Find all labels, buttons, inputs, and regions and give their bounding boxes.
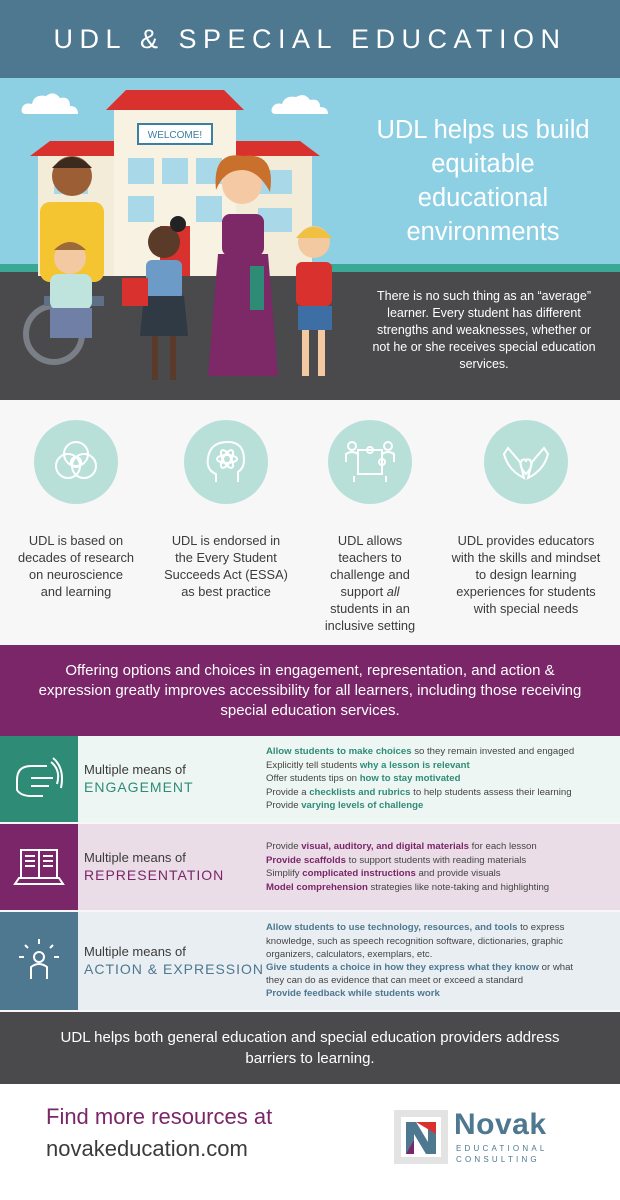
representation-items: Provide visual, auditory, and digital ma… (266, 824, 606, 910)
pillar-text: UDL provides educators with the skills a… (451, 533, 601, 616)
page-title: UDL & SPECIAL EDUCATION (53, 23, 567, 54)
list-item: Provide a checklists and rubrics to help… (266, 786, 572, 798)
representation-row: Multiple means of REPRESENTATION Provide… (0, 824, 620, 910)
list-item: Give students a choice in how they expre… (266, 962, 574, 973)
pillar-text: UDL allows teachers to challenge and sup… (324, 533, 416, 633)
hero-description: There is no such thing as an “average” l… (372, 289, 596, 371)
engagement-items: Allow students to make choices so they r… (266, 736, 606, 822)
puzzle-people-icon (328, 420, 412, 504)
list-item: Explicitly tell students why a lesson is… (266, 759, 470, 771)
action-row: Multiple means of ACTION & EXPRESSION Al… (0, 912, 620, 1010)
list-item: Simplify complicated instructions and pr… (266, 868, 501, 879)
novak-logo-name: Novak (454, 1108, 547, 1141)
barriers-banner-text: UDL helps both general education and spe… (60, 1029, 560, 1067)
cloud-icon (271, 95, 328, 114)
hands-heart-icon (484, 420, 568, 504)
pillar-text: UDL is based on decades of research on n… (18, 533, 134, 599)
header-bar: UDL & SPECIAL EDUCATION (0, 0, 620, 78)
engagement-row: Multiple means of ENGAGEMENT Allow stude… (0, 736, 620, 822)
list-item: Allow students to use technology, resour… (266, 922, 565, 934)
people-illustration (23, 155, 332, 380)
overlapping-circles-icon (34, 420, 118, 504)
novak-logo-mark (394, 1110, 448, 1164)
pillars-section: UDL is based on decades of research on n… (0, 400, 620, 645)
cloud-icon (21, 93, 78, 114)
hero-headline: UDL helps us build equitable educational… (376, 116, 590, 246)
list-item: Offer students tips on how to stay motiv… (266, 773, 461, 785)
action-label: Multiple means of ACTION & EXPRESSION (84, 912, 264, 1010)
list-item: Provide visual, auditory, and digital ma… (266, 841, 537, 852)
action-label-line2: ACTION & EXPRESSION (84, 961, 265, 977)
pillar-essa: UDL is endorsed in the Every Student Suc… (164, 420, 288, 600)
footer: Find more resources at novakeducation.co… (0, 1084, 620, 1200)
representation-label-line1: Multiple means of (84, 850, 186, 865)
person-idea-icon (0, 912, 78, 1010)
pillar-text: UDL is endorsed in the Every Student Suc… (164, 533, 288, 599)
access-banner-text: Offering options and choices in engageme… (38, 661, 582, 719)
representation-label: Multiple means of REPRESENTATION (84, 824, 224, 910)
action-items: Allow students to use technology, resour… (266, 912, 606, 1010)
footer-url-link[interactable]: novakeducation.com (46, 1136, 248, 1161)
novak-logo-sub1: EDUCATIONAL (456, 1144, 548, 1153)
footer-line1: Find more resources at (46, 1104, 273, 1129)
head-atom-icon (184, 420, 268, 504)
engagement-label: Multiple means of ENGAGEMENT (84, 736, 194, 822)
novak-logo-sub2: CONSULTING (456, 1155, 540, 1164)
list-item: Provide varying levels of challenge (266, 800, 424, 812)
representation-label-line2: REPRESENTATION (84, 867, 225, 883)
access-banner: Offering options and choices in engageme… (0, 645, 620, 736)
book-screen-icon (0, 824, 78, 910)
list-item: Provide feedback while students work (266, 988, 440, 1000)
barriers-banner: UDL helps both general education and spe… (0, 1012, 620, 1084)
engagement-label-line1: Multiple means of (84, 762, 186, 777)
pillar-research: UDL is based on decades of research on n… (18, 420, 134, 600)
list-item: organizers, calculators, exemplars, etc. (266, 948, 433, 960)
hero-section: WELCOME! (0, 78, 620, 400)
pillar-inclusive: UDL allows teachers to challenge and sup… (318, 420, 422, 634)
engagement-label-line2: ENGAGEMENT (84, 779, 194, 795)
novak-logo-sub: EDUCATIONAL CONSULTING (456, 1143, 548, 1165)
pillar-special-needs: UDL provides educators with the skills a… (446, 420, 606, 617)
list-item: they can do as evidence that can meet or… (266, 975, 524, 987)
action-label-line1: Multiple means of (84, 944, 186, 959)
list-item: Model comprehension strategies like note… (266, 881, 550, 893)
list-item: Allow students to make choices so they r… (266, 746, 575, 758)
list-item: Provide scaffolds to support students wi… (266, 854, 527, 866)
novak-logo[interactable]: Novak EDUCATIONAL CONSULTING (394, 1108, 564, 1168)
list-item: knowledge, such as speech recognition so… (266, 935, 564, 947)
hand-touch-icon (0, 736, 78, 822)
welcome-sign: WELCOME! (148, 130, 202, 141)
